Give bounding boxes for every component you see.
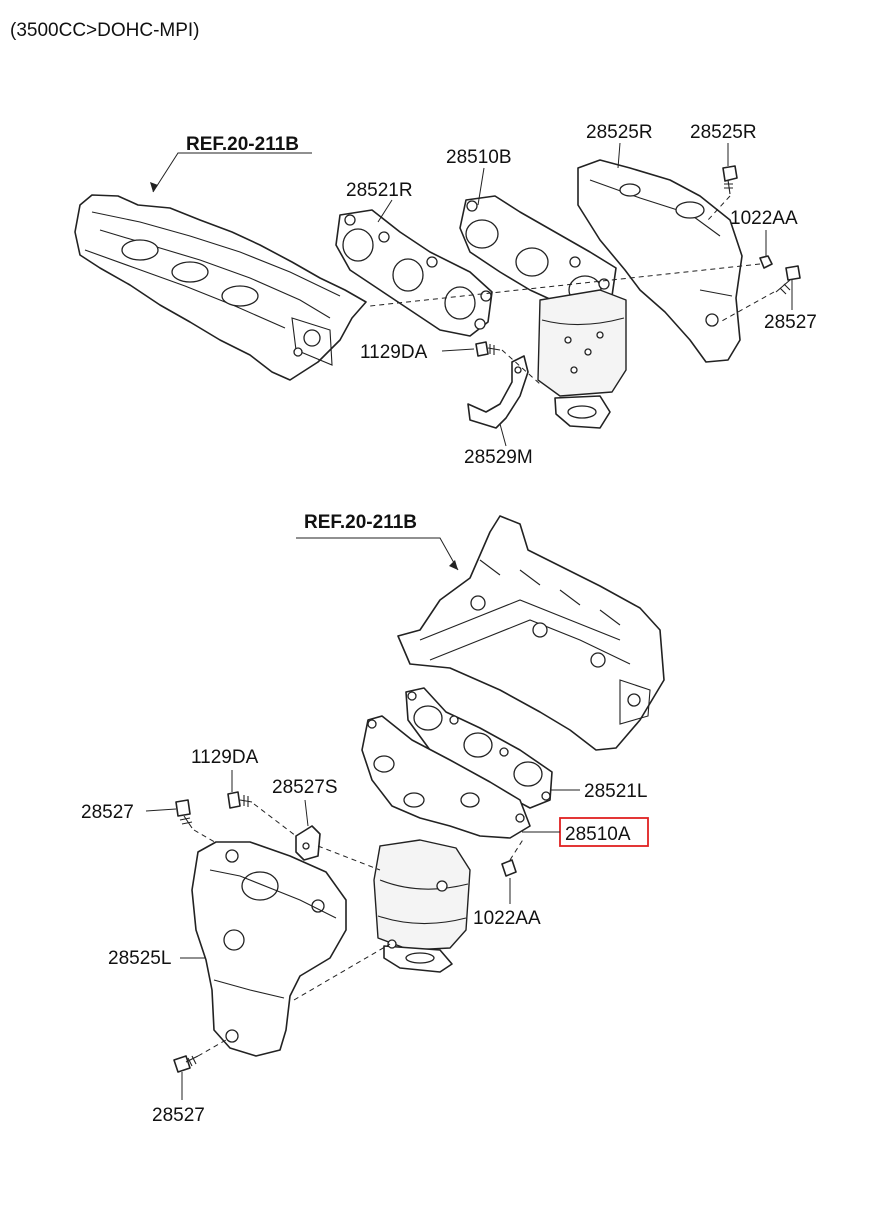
label-1129da-upper: 1129DA bbox=[360, 342, 428, 363]
label-28529m: 28529M bbox=[464, 447, 533, 468]
ref-label-lower: REF.20-211B bbox=[304, 512, 417, 533]
label-28527s: 28527S bbox=[272, 777, 338, 798]
gasket-28521r bbox=[335, 209, 493, 337]
heat-protector-28525l bbox=[191, 841, 347, 1057]
bracket-28529m bbox=[467, 355, 529, 429]
label-28527-left-top: 28527 bbox=[81, 802, 134, 823]
label-1129da-lower: 1129DA bbox=[191, 747, 259, 768]
stay-28527s bbox=[295, 825, 321, 861]
nut-1022aa-lower bbox=[501, 859, 517, 877]
lower-assembly: REF.20-211B 28521L bbox=[81, 512, 665, 1126]
page-title: (3500CC>DOHC-MPI) bbox=[10, 20, 200, 41]
cylinder-head-upper bbox=[74, 194, 367, 381]
nut-1022aa-upper bbox=[759, 255, 773, 269]
label-28525r-protector: 28525R bbox=[586, 122, 653, 143]
label-28510b: 28510B bbox=[446, 147, 512, 168]
label-28510a: 28510A bbox=[565, 824, 631, 845]
cylinder-head-lower bbox=[397, 515, 665, 751]
label-28527-upper: 28527 bbox=[764, 312, 817, 333]
bolt-28527-left-bottom bbox=[173, 1055, 199, 1073]
bolt-1129da-lower bbox=[227, 791, 253, 809]
label-28525l: 28525L bbox=[108, 948, 171, 969]
heat-protector-28525r bbox=[577, 159, 743, 363]
ref-label-upper: REF.20-211B bbox=[186, 134, 299, 155]
manifold-28510b bbox=[459, 195, 627, 429]
upper-assembly: REF.20-211B 28521R bbox=[74, 122, 817, 468]
bolt-28527-upper bbox=[775, 265, 801, 295]
manifold-28510a bbox=[361, 715, 531, 973]
label-28521l: 28521L bbox=[584, 781, 647, 802]
bolt-28525r bbox=[722, 165, 738, 195]
label-28525r-bolt: 28525R bbox=[690, 122, 757, 143]
label-1022aa-lower: 1022AA bbox=[473, 908, 541, 929]
label-1022aa-upper: 1022AA bbox=[730, 208, 798, 229]
label-28521r: 28521R bbox=[346, 180, 413, 201]
bolt-28527-left-top bbox=[175, 799, 193, 829]
bolt-1129da-upper bbox=[475, 341, 501, 357]
label-28527-left-bottom: 28527 bbox=[152, 1105, 205, 1126]
gasket-28521l bbox=[405, 687, 553, 809]
